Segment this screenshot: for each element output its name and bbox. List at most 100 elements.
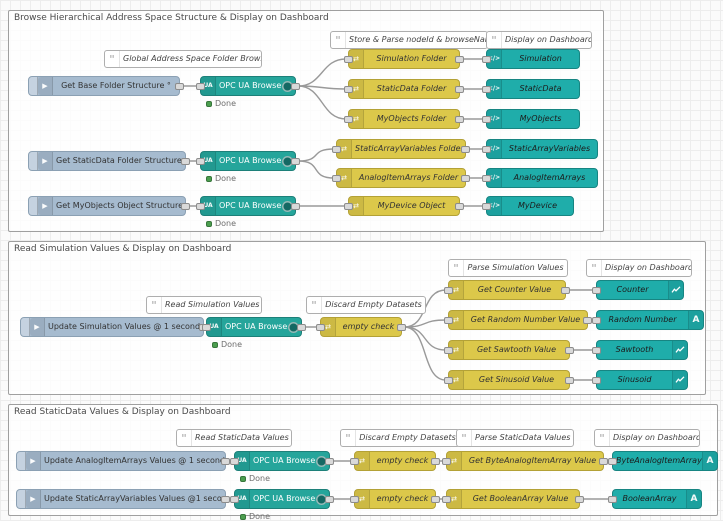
input-port[interactable] <box>442 458 451 465</box>
change-node-analogitemarrays-folder[interactable]: ⇄AnalogItemArrays Folder <box>332 168 470 188</box>
input-port[interactable] <box>344 86 353 93</box>
input-port[interactable] <box>344 56 353 63</box>
input-port[interactable] <box>592 377 601 384</box>
change-node-get-byteanalogitemarray-value[interactable]: ⇄Get ByteAnalogItemArray Value <box>442 451 608 471</box>
comment-node-read-simulation-values[interactable]: "Read Simulation Values <box>146 296 262 314</box>
input-port[interactable] <box>608 496 617 503</box>
inject-node-get-staticdata-folder-structure[interactable]: ▶Get StaticData Folder Structure ° <box>28 151 190 171</box>
inject-button[interactable] <box>29 197 38 215</box>
input-port[interactable] <box>482 56 491 63</box>
output-port[interactable] <box>181 158 190 165</box>
dashboard-node-myobjects[interactable]: </>MyObjects <box>482 109 580 129</box>
output-port[interactable] <box>181 203 190 210</box>
inject-node-update-analogitemarrays-values-1-second[interactable]: ▶Update AnalogItemArrays Values @ 1 seco… <box>16 451 230 471</box>
change-node-staticarrayvariables-folder[interactable]: ⇄StaticArrayVariables Folder <box>332 139 470 159</box>
comment-node-read-staticdata-values[interactable]: "Read StaticData Values <box>176 429 292 447</box>
dashboard-node-counter[interactable]: Counter <box>592 280 684 300</box>
output-port[interactable] <box>291 83 300 90</box>
comment-node-discard-empty-datasets[interactable]: "Discard Empty Datasets <box>306 296 426 314</box>
input-port[interactable] <box>482 86 491 93</box>
comment-node-store-parse-nodeid-browsename[interactable]: "Store & Parse nodeId & browseName <box>330 31 488 49</box>
input-port[interactable] <box>482 175 491 182</box>
output-port[interactable] <box>461 175 470 182</box>
inject-node-update-simulation-values-1-second[interactable]: ▶Update Simulation Values @ 1 second ↻ <box>20 317 208 337</box>
dashboard-node-mydevice[interactable]: </>MyDevice <box>482 196 574 216</box>
input-port[interactable] <box>592 347 601 354</box>
dashboard-node-staticdata[interactable]: </>StaticData <box>482 79 580 99</box>
input-port[interactable] <box>350 496 359 503</box>
input-port[interactable] <box>344 203 353 210</box>
inject-button[interactable] <box>29 77 38 95</box>
inject-node-get-myobjects-object-structure[interactable]: ▶Get MyObjects Object Structure ° <box>28 196 190 216</box>
output-port[interactable] <box>561 287 570 294</box>
input-port[interactable] <box>316 324 325 331</box>
change-node-empty-check[interactable]: ⇄empty check <box>316 317 406 337</box>
output-port[interactable] <box>221 458 230 465</box>
output-port[interactable] <box>325 496 334 503</box>
output-port[interactable] <box>565 377 574 384</box>
input-port[interactable] <box>344 116 353 123</box>
dashboard-node-staticarrayvariables[interactable]: </>StaticArrayVariables <box>482 139 598 159</box>
input-port[interactable] <box>196 83 205 90</box>
inject-button[interactable] <box>29 152 38 170</box>
change-node-empty-check[interactable]: ⇄empty check <box>350 489 440 509</box>
dashboard-node-sinusoid[interactable]: Sinusoid <box>592 370 688 390</box>
change-node-simulation-folder[interactable]: ⇄Simulation Folder <box>344 49 464 69</box>
comment-node-display-on-dashboard[interactable]: "Display on Dashboard <box>586 259 692 277</box>
input-port[interactable] <box>592 317 601 324</box>
input-port[interactable] <box>608 458 617 465</box>
output-port[interactable] <box>583 317 592 324</box>
input-port[interactable] <box>482 146 491 153</box>
input-port[interactable] <box>442 496 451 503</box>
input-port[interactable] <box>230 496 239 503</box>
comment-node-parse-simulation-values[interactable]: "Parse Simulation Values <box>448 259 568 277</box>
dashboard-node-simulation[interactable]: </>Simulation <box>482 49 580 69</box>
input-port[interactable] <box>230 458 239 465</box>
dashboard-node-sawtooth[interactable]: Sawtooth <box>592 340 688 360</box>
input-port[interactable] <box>444 317 453 324</box>
output-port[interactable] <box>461 146 470 153</box>
output-port[interactable] <box>325 458 334 465</box>
input-port[interactable] <box>444 377 453 384</box>
comment-node-display-on-dashboard[interactable]: "Display on Dashboard <box>594 429 700 447</box>
output-port[interactable] <box>455 203 464 210</box>
change-node-myobjects-folder[interactable]: ⇄MyObjects Folder <box>344 109 464 129</box>
output-port[interactable] <box>291 203 300 210</box>
output-port[interactable] <box>455 86 464 93</box>
comment-node-display-on-dashboard[interactable]: "Display on Dashboard <box>486 31 592 49</box>
output-port[interactable] <box>575 496 584 503</box>
output-port[interactable] <box>431 458 440 465</box>
dashboard-node-analogitemarrays[interactable]: </>AnalogItemArrays <box>482 168 598 188</box>
inject-button[interactable] <box>17 452 26 470</box>
output-port[interactable] <box>175 83 184 90</box>
inject-button[interactable] <box>17 490 26 508</box>
input-port[interactable] <box>332 146 341 153</box>
input-port[interactable] <box>332 175 341 182</box>
change-node-get-booleanarray-value[interactable]: ⇄Get BooleanArray Value <box>442 489 584 509</box>
input-port[interactable] <box>444 287 453 294</box>
input-port[interactable] <box>592 287 601 294</box>
output-port[interactable] <box>397 324 406 331</box>
inject-node-update-staticarrayvariables-values-1-second[interactable]: ▶Update StaticArrayVariables Values @1 s… <box>16 489 230 509</box>
change-node-get-sawtooth-value[interactable]: ⇄Get Sawtooth Value <box>444 340 574 360</box>
change-node-empty-check[interactable]: ⇄empty check <box>350 451 440 471</box>
change-node-mydevice-object[interactable]: ⇄MyDevice Object <box>344 196 464 216</box>
output-port[interactable] <box>221 496 230 503</box>
output-port[interactable] <box>455 116 464 123</box>
comment-node-parse-staticdata-values[interactable]: "Parse StaticData Values <box>456 429 574 447</box>
input-port[interactable] <box>482 203 491 210</box>
output-port[interactable] <box>297 324 306 331</box>
change-node-get-sinusoid-value[interactable]: ⇄Get Sinusoid Value <box>444 370 574 390</box>
comment-node-global-address-space-folder-browse[interactable]: "Global Address Space Folder Browse <box>104 50 262 68</box>
input-port[interactable] <box>482 116 491 123</box>
input-port[interactable] <box>444 347 453 354</box>
input-port[interactable] <box>196 158 205 165</box>
